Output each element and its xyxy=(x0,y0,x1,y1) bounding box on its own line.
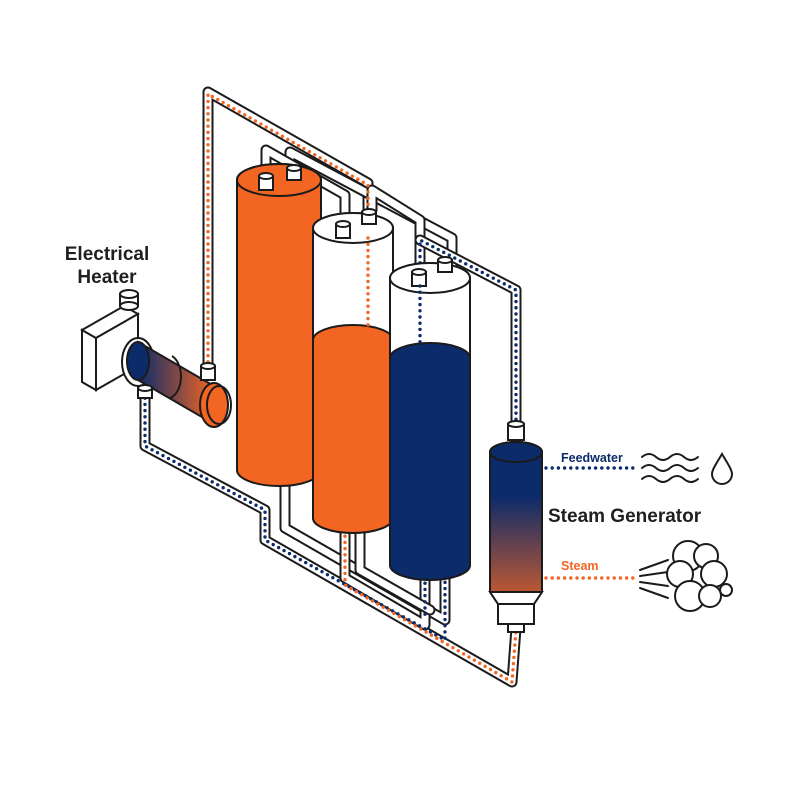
steam-cloud-icon xyxy=(639,540,733,612)
steam-generator xyxy=(488,420,544,633)
water-waves-icon xyxy=(641,453,699,483)
electrical-heater xyxy=(79,289,232,428)
heater-label-line1: Electrical xyxy=(65,244,150,265)
steam-label: Steam xyxy=(561,559,599,573)
storage-tank-mid xyxy=(312,208,394,534)
storage-tank-hot xyxy=(236,163,322,487)
storage-tank-cold xyxy=(389,256,471,581)
steam-generator-label: Steam Generator xyxy=(548,506,702,527)
heater-label-line2: Heater xyxy=(77,267,137,288)
water-drop-icon xyxy=(710,452,734,485)
feedwater-label: Feedwater xyxy=(561,451,623,465)
